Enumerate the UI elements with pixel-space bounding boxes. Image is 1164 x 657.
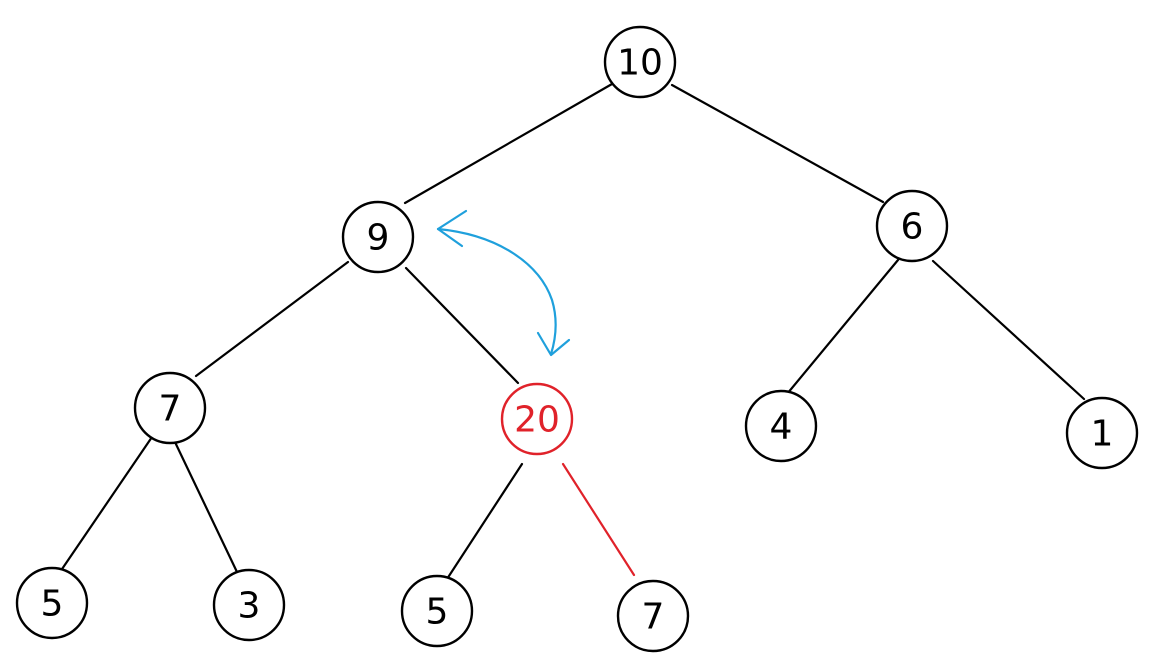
nodes-layer: 10 9 6 7 20 4 1 5 3 5 7 <box>15 25 1139 653</box>
node-circle <box>875 189 949 263</box>
edge-n7a-n3 <box>172 438 239 574</box>
edge-n9-n20 <box>404 266 520 385</box>
node-circle <box>603 25 677 99</box>
tree-node-n1: 1 <box>1065 396 1139 470</box>
node-label: 5 <box>426 592 449 633</box>
edge-n6-n4 <box>785 258 900 396</box>
edge-n20-n5b <box>445 462 524 581</box>
swap-arrow-icon <box>436 227 557 356</box>
node-circle <box>500 382 574 456</box>
node-label: 5 <box>41 584 64 625</box>
edge-n10-n9 <box>403 82 614 205</box>
node-label: 7 <box>642 597 665 638</box>
node-label: 9 <box>367 218 390 259</box>
tree-node-n3: 3 <box>212 568 286 642</box>
tree-node-n10: 10 <box>603 25 677 99</box>
tree-node-n5b: 5 <box>400 574 474 648</box>
node-label: 3 <box>238 586 261 627</box>
node-label: 7 <box>159 389 182 430</box>
node-circle <box>616 579 690 653</box>
tree-node-n9: 9 <box>341 200 415 274</box>
edge-n10-n6 <box>670 83 885 204</box>
tree-node-n6: 6 <box>875 189 949 263</box>
node-circle <box>1065 396 1139 470</box>
node-label: 6 <box>901 207 924 248</box>
node-label: 4 <box>770 407 793 448</box>
node-label: 10 <box>617 43 663 84</box>
node-circle <box>400 574 474 648</box>
edge-n6-n1 <box>931 259 1086 401</box>
node-circle <box>744 389 818 463</box>
swap-arrowhead-top-icon <box>436 209 468 248</box>
tree-node-n20: 20 <box>500 382 574 456</box>
edge-n20-n7b <box>561 462 636 577</box>
tree-node-n5a: 5 <box>15 566 89 640</box>
swap-arrowhead-bottom-icon <box>536 331 571 357</box>
edges-layer <box>58 82 1086 581</box>
node-label: 20 <box>514 400 560 441</box>
node-circle <box>212 568 286 642</box>
swap-arrow-layer <box>436 209 571 357</box>
node-label: 1 <box>1091 414 1114 455</box>
edge-n7a-n5a <box>58 435 154 574</box>
tree-node-n7a: 7 <box>133 371 207 445</box>
tree-node-n7b: 7 <box>616 579 690 653</box>
tree-node-n4: 4 <box>744 389 818 463</box>
node-circle <box>341 200 415 274</box>
edge-n9-n7a <box>194 260 350 378</box>
node-circle <box>133 371 207 445</box>
node-circle <box>15 566 89 640</box>
